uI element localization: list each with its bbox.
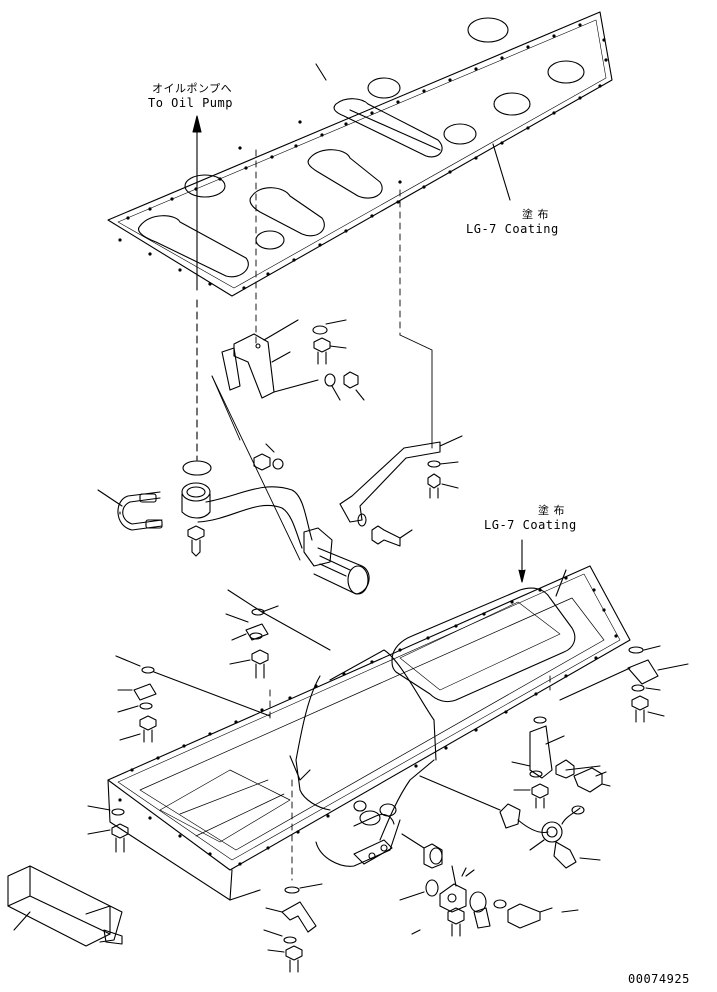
oil-pump-label-en: To Oil Pump bbox=[148, 96, 233, 110]
upper-bracket-fasteners bbox=[313, 320, 364, 400]
left-clip-stack-2 bbox=[116, 656, 270, 742]
solid-guide-lines bbox=[212, 335, 432, 560]
oil-pump-label-jp: オイルポンプへ bbox=[152, 82, 233, 95]
sensor-bracket bbox=[512, 717, 610, 808]
oil-pump-arrow bbox=[193, 116, 201, 460]
suction-pipe bbox=[182, 461, 369, 594]
drawing-number: 00074925 bbox=[628, 972, 690, 986]
bolt-left bbox=[188, 526, 204, 556]
coating-label-mid-en: LG-7 Coating bbox=[484, 518, 577, 532]
coating-label-top-en: LG-7 Coating bbox=[466, 222, 559, 236]
oil-pan bbox=[108, 540, 630, 900]
assembly-guide-lines bbox=[256, 150, 550, 880]
hose-assembly bbox=[98, 490, 162, 530]
left-clip-stack-1 bbox=[226, 590, 330, 678]
coating-label-top-jp: 塗 布 bbox=[522, 208, 549, 221]
drain-plug-group bbox=[400, 834, 578, 936]
mid-bracket bbox=[340, 436, 462, 546]
nut-washer-pair bbox=[254, 444, 283, 470]
oil-level-sensor bbox=[420, 776, 600, 868]
oil-pan-bolt-holes bbox=[118, 576, 618, 866]
left-lower-bolts bbox=[88, 806, 128, 852]
gasket-bolt-holes bbox=[118, 23, 608, 290]
bottom-bracket bbox=[264, 884, 322, 972]
right-clip-stack bbox=[560, 646, 688, 722]
upper-bracket bbox=[222, 320, 318, 398]
coating-label-mid-jp: 塗 布 bbox=[538, 504, 565, 517]
gasket-plate bbox=[108, 12, 612, 296]
drain-tool bbox=[8, 866, 122, 946]
